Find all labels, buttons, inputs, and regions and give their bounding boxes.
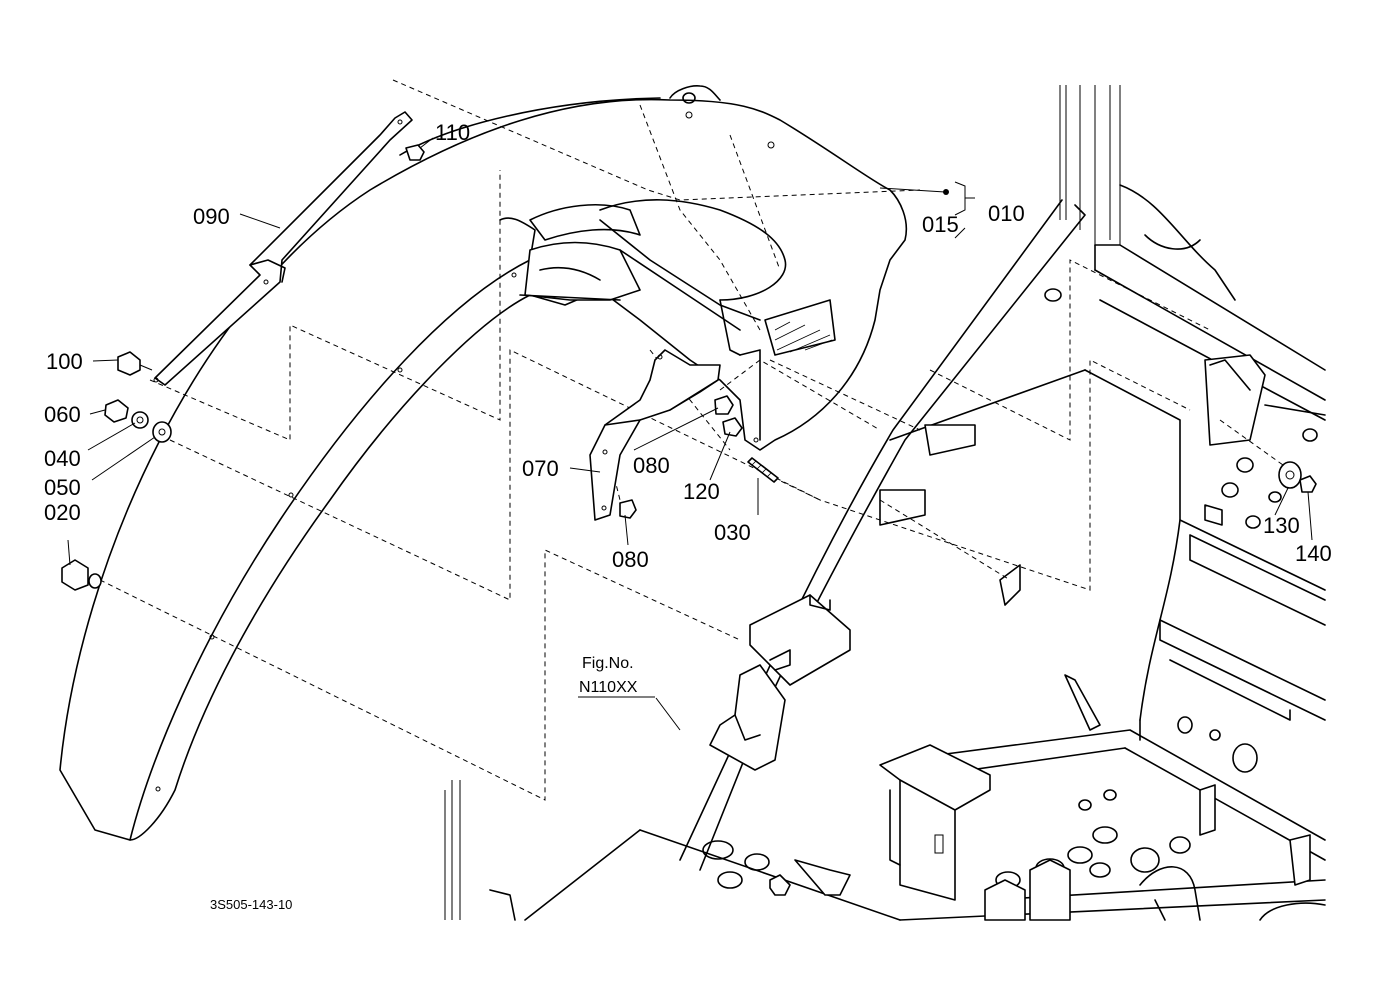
label-040: 040 — [44, 446, 81, 471]
chassis-frame — [444, 85, 1326, 921]
label-050: 050 — [44, 475, 81, 500]
support-bracket — [589, 349, 721, 521]
label-060: 060 — [44, 402, 81, 427]
label-140: 140 — [1295, 541, 1332, 566]
label-015: 015 — [922, 212, 959, 237]
label-030: 030 — [714, 520, 751, 545]
label-120: 120 — [683, 479, 720, 504]
stay-bar — [153, 111, 413, 386]
label-100: 100 — [46, 349, 83, 374]
callout-labels: 110 090 100 060 040 050 020 015 010 070 … — [44, 120, 1332, 912]
leader-lines — [67, 137, 1313, 731]
label-020: 020 — [44, 500, 81, 525]
fig-ref-line2: N110XX — [579, 679, 638, 696]
label-070: 070 — [522, 456, 559, 481]
fig-ref-line1: Fig.No. — [582, 655, 634, 672]
hardware — [61, 144, 1317, 591]
label-080-upper: 080 — [633, 453, 670, 478]
label-090: 090 — [193, 204, 230, 229]
label-080-lower: 080 — [612, 547, 649, 572]
drawing-code: 3S505-143-10 — [210, 897, 292, 912]
label-110: 110 — [435, 120, 470, 145]
label-010: 010 — [988, 201, 1025, 226]
label-130: 130 — [1263, 513, 1300, 538]
